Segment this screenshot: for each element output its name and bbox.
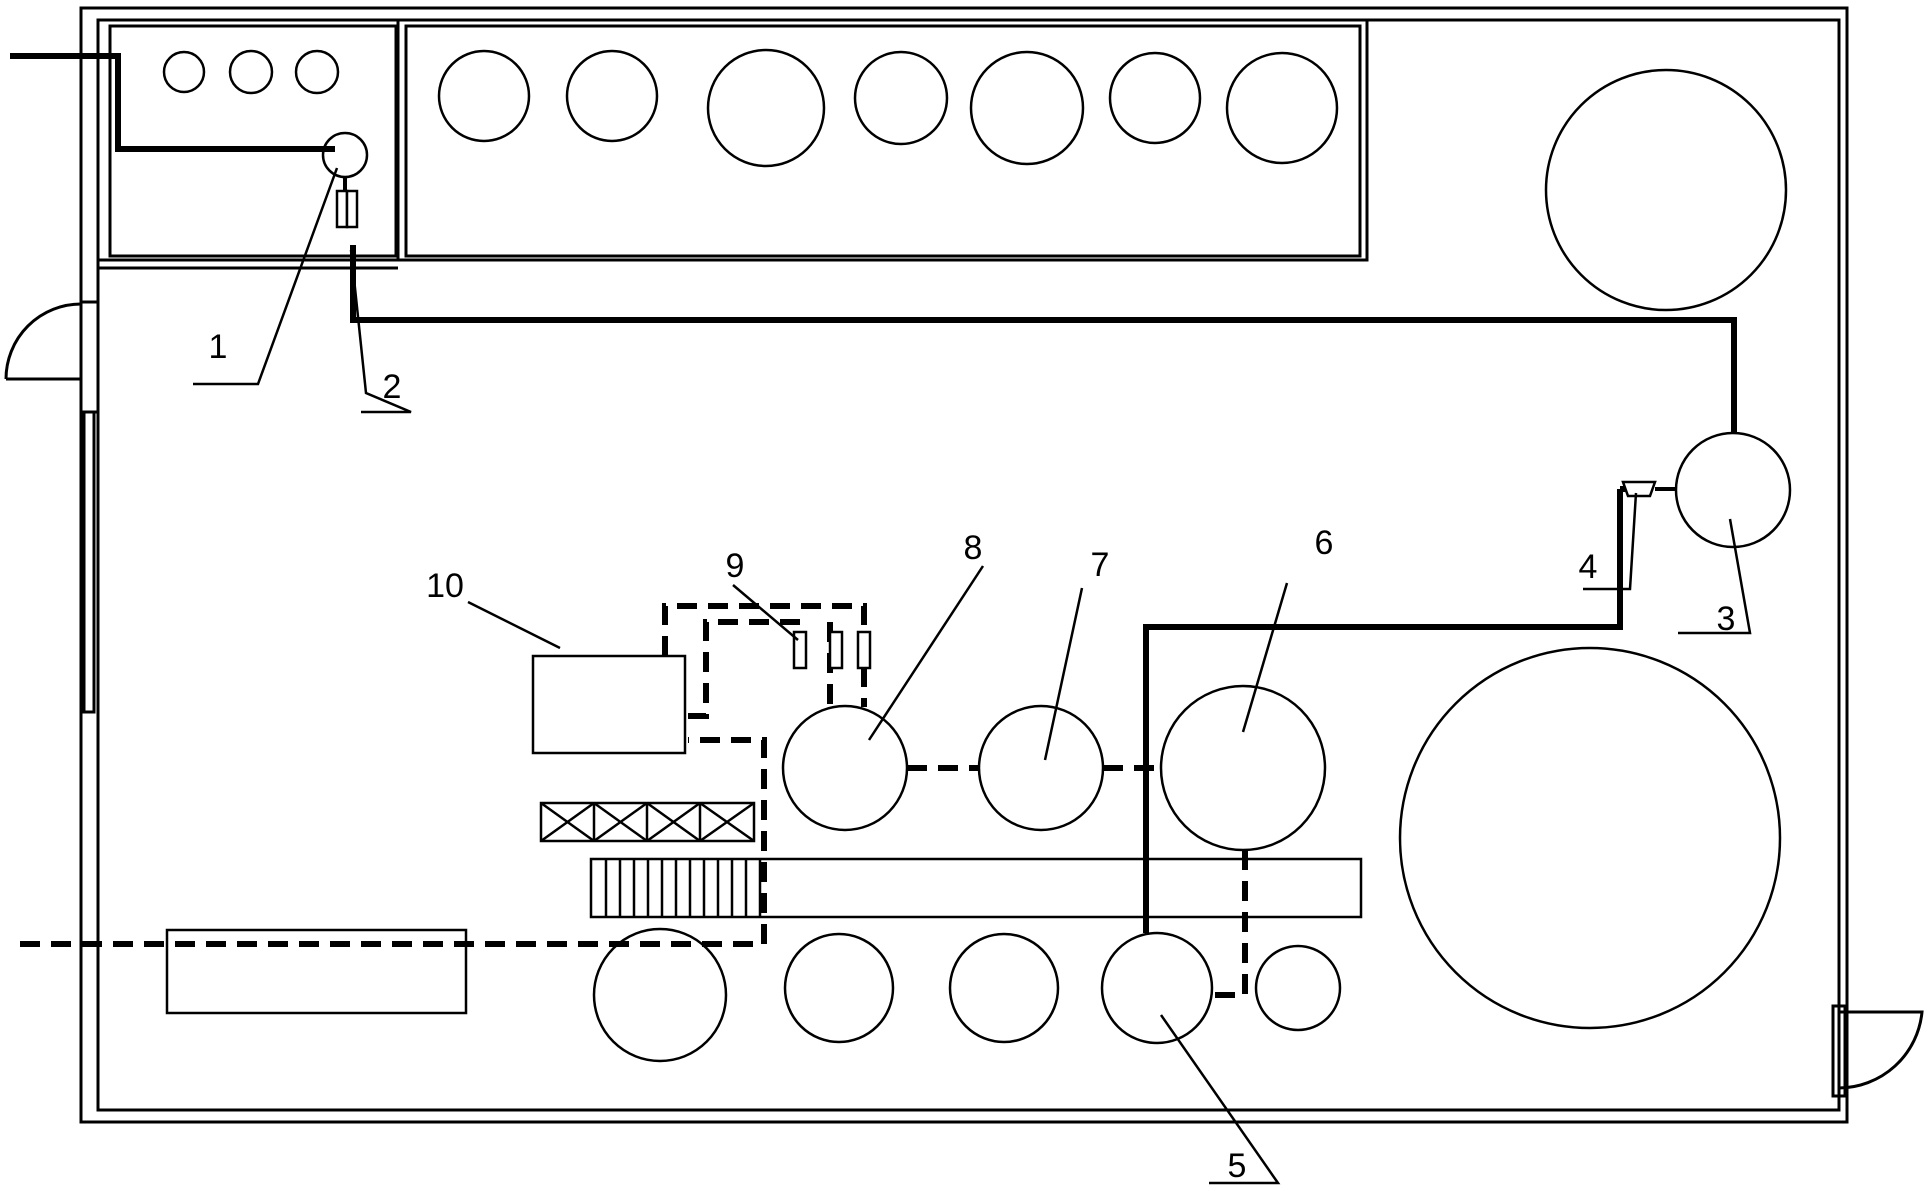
item-10-box [531, 654, 687, 755]
bottom-tank-b [783, 932, 895, 1044]
item-8-tank [781, 704, 909, 832]
upper-middle-tanks [437, 48, 1339, 168]
label-9: 9 [726, 547, 745, 585]
bottom-tank-d [1254, 944, 1342, 1032]
item-1-circle [321, 131, 369, 179]
item-9-filters [792, 630, 872, 670]
label-1: 1 [209, 328, 228, 366]
item-2-valve [335, 177, 359, 229]
label-8: 8 [964, 529, 983, 567]
leader-lines [193, 167, 1752, 1185]
label-7: 7 [1091, 546, 1110, 584]
bottom-left-box [165, 928, 468, 1015]
right-door [1831, 1004, 1924, 1098]
upper-left-equipment [162, 49, 369, 179]
item-6-tank [1159, 684, 1327, 852]
hatched-rack [539, 801, 756, 843]
item-5-tank [1100, 931, 1214, 1045]
item-4-valve [1621, 480, 1676, 498]
upper-middle-room [396, 18, 1369, 262]
bottom-tank-a [592, 927, 728, 1063]
conveyor [589, 857, 1363, 919]
label-10: 10 [426, 567, 464, 605]
large-right-tank [1398, 646, 1782, 1030]
label-6: 6 [1315, 524, 1334, 562]
label-3: 3 [1717, 600, 1736, 638]
left-door [4, 300, 100, 414]
dashed-pipeline [20, 603, 1248, 998]
solid-pipeline [10, 53, 1737, 933]
label-4: 4 [1579, 548, 1598, 586]
left-window [82, 410, 96, 714]
upper-right-tank [1544, 68, 1788, 312]
label-2: 2 [383, 368, 402, 406]
label-5: 5 [1228, 1147, 1247, 1185]
bottom-tank-c [948, 932, 1060, 1044]
item-7-tank [977, 704, 1105, 832]
